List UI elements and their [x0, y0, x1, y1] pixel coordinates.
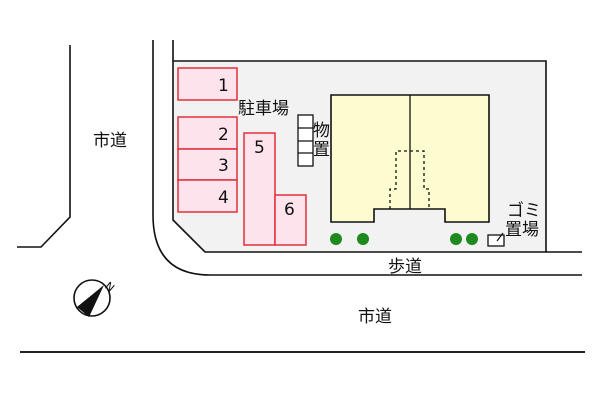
- parking-label: 駐車場: [238, 99, 289, 119]
- parking-number: 6: [284, 200, 295, 220]
- tree-icon: [466, 233, 478, 245]
- parking-space-3: [177, 148, 238, 181]
- parking-number: 2: [218, 125, 229, 145]
- parking-number: 5: [254, 138, 265, 158]
- parking-space-4: [177, 179, 238, 213]
- tree-icon: [330, 233, 342, 245]
- curb-line: [152, 40, 582, 276]
- road-label-south: 市道: [358, 307, 392, 327]
- storage-label: 置: [313, 140, 330, 160]
- garbage-label: 置場: [505, 220, 539, 240]
- trees: [330, 233, 478, 245]
- sidewalk-label: 歩道: [388, 257, 422, 277]
- parking-number: 3: [218, 156, 229, 176]
- parking-spaces: 1 2 3 4 5 6: [177, 67, 307, 246]
- tree-icon: [357, 233, 369, 245]
- north-arrow-icon: N: [73, 279, 117, 317]
- parking-number: 4: [218, 188, 229, 208]
- parking-number: 1: [218, 76, 229, 96]
- storage-shed: [297, 114, 314, 167]
- parking-space-6: [274, 194, 307, 246]
- parking-space-1: [177, 67, 238, 101]
- west-road-edge: [17, 45, 71, 248]
- storage-label: 物: [313, 121, 330, 141]
- parking-space-2: [177, 116, 238, 150]
- road-label-west: 市道: [93, 131, 127, 151]
- parking-space-5: [243, 132, 276, 246]
- garbage-label: ゴミ: [507, 200, 541, 221]
- garbage-leader-line: [496, 232, 504, 242]
- stairs-outline: [389, 150, 430, 209]
- garbage-area: [487, 234, 505, 247]
- tree-icon: [450, 233, 462, 245]
